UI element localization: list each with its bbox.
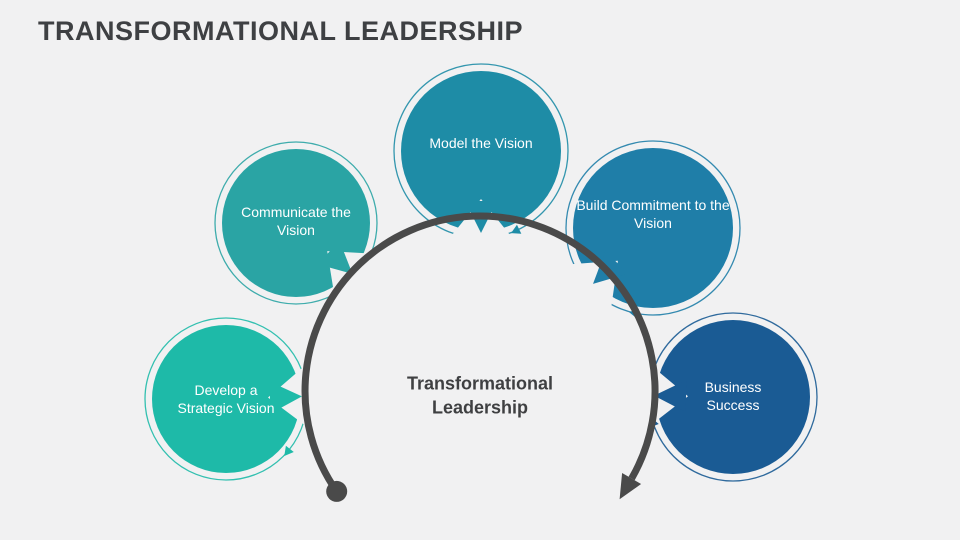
node-circle — [401, 71, 561, 231]
node-communicate-the-vision — [214, 141, 380, 305]
diagram-center-label: Transformational Leadership — [406, 373, 554, 418]
ring-arrow-icon — [284, 445, 294, 456]
arc-arrowhead-icon — [619, 473, 642, 500]
node-circle — [656, 320, 810, 474]
node-notch — [565, 250, 628, 313]
node-business-success — [646, 312, 818, 482]
arc-start-dot-icon — [326, 480, 348, 502]
node-notch — [267, 363, 311, 430]
node-circle — [152, 325, 300, 473]
slide-title: TRANSFORMATIONAL LEADERSHIP — [38, 16, 523, 46]
cycle-arc — [301, 212, 659, 494]
ring-arrow-icon — [511, 224, 522, 234]
node-build-commitment — [565, 140, 741, 319]
node-ring — [565, 140, 741, 316]
node-develop-strategic-vision — [144, 317, 311, 481]
node-ring — [214, 141, 378, 305]
